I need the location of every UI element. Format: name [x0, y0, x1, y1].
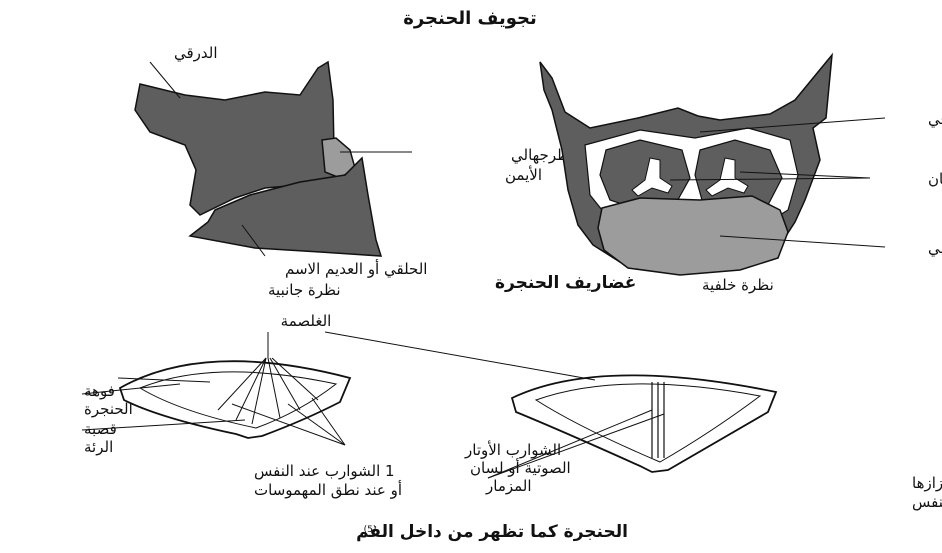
- label-back-thyroid: درقي: [928, 110, 942, 129]
- label-back-view: نظرة خلفية: [702, 276, 774, 294]
- label-trachea-1: قصبة: [84, 420, 117, 438]
- label-glottis-1: فوهة: [84, 382, 115, 400]
- label-vocal-cords-3: المزمار: [485, 477, 532, 495]
- label-state-1-line1: 1 الشوارب عند النفس: [254, 462, 395, 480]
- label-vocal-cords-2: الصوتية أو لسان: [470, 458, 571, 477]
- label-trachea-2: الرئة: [84, 438, 113, 456]
- diagram-caption: الحنجرة كما تظهر من داخل الفم: [356, 522, 628, 542]
- label-state-1-line2: أو عند نطق المهموسات: [254, 480, 402, 499]
- label-vocal-cords-1: الشوارب الأوتار: [464, 440, 561, 459]
- side-view-cartilages: [135, 62, 381, 256]
- label-state-2-line2: أو عند انقطاع النفس: [912, 492, 942, 511]
- diagram-title: تجويف الحنجرة: [403, 8, 537, 29]
- label-glottis-2: الحنجرة: [84, 400, 133, 418]
- label-back-cricoid: الحلقي: [928, 239, 942, 258]
- label-epiglottis: الغلصمة: [281, 312, 332, 330]
- cartilages-heading: غضاريف الحنجرة: [495, 273, 636, 293]
- label-side-arytenoid-2: الأيمن: [505, 165, 542, 184]
- label-side-thyroid: الدرقي: [174, 44, 218, 63]
- back-cricoid-cartilage: [598, 196, 788, 275]
- glottis-open-outline: [120, 361, 350, 438]
- label-side-view: نظرة جانبية: [268, 281, 341, 299]
- label-side-cricoid: الحلقي أو العديم الاسم: [285, 259, 427, 279]
- label-back-arytenoids: حماليان: [928, 170, 942, 188]
- back-view-cartilages: [540, 55, 832, 275]
- label-state-2-line1: 2 الشوارب عند اهتزازها: [912, 474, 942, 492]
